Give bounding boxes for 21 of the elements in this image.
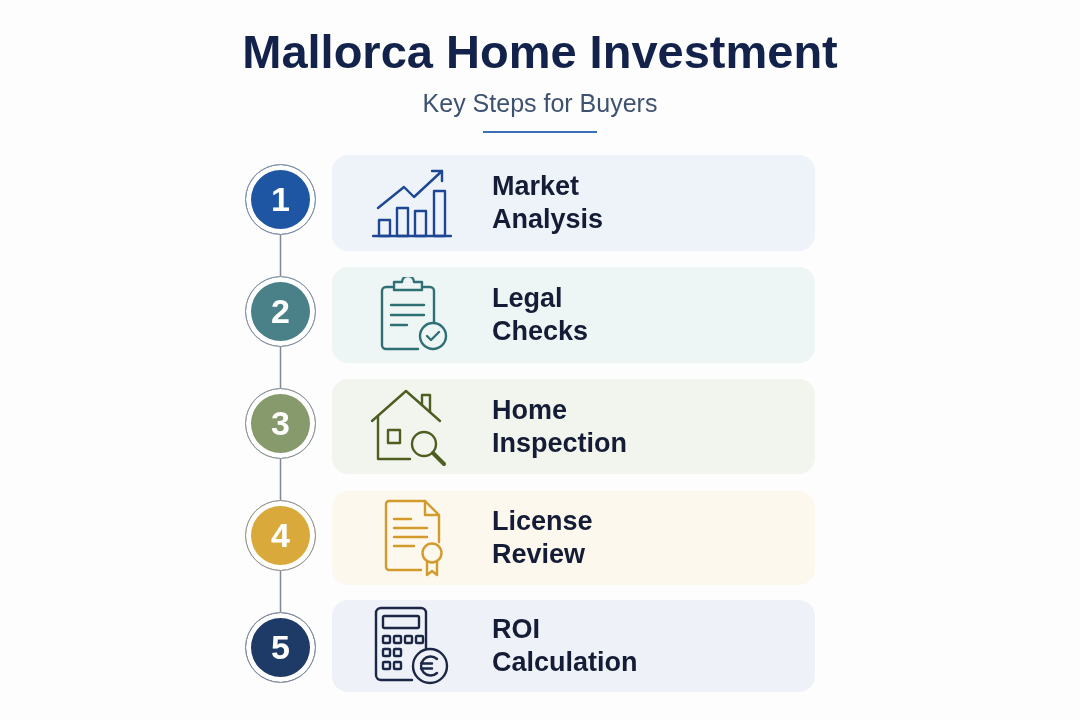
step-number: 5	[245, 612, 316, 683]
step-title: Market Analysis	[492, 170, 604, 236]
step-card	[332, 155, 815, 251]
step-card	[332, 491, 815, 585]
step-card	[332, 379, 815, 474]
subtitle: Key Steps for Buyers	[422, 89, 658, 117]
connector-line	[279, 458, 282, 501]
step-title: License Review	[492, 505, 593, 571]
step-number: 3	[245, 388, 316, 459]
step-title: ROI Calculation	[492, 613, 638, 679]
step-card	[332, 600, 815, 692]
step-number: 4	[245, 500, 316, 571]
connector-line	[279, 570, 282, 613]
step-title: Legal Checks	[492, 282, 589, 348]
step-card	[332, 267, 815, 363]
title: Mallorca Home Investment	[242, 25, 838, 78]
connector-line	[279, 346, 282, 389]
step-title: Home Inspection	[492, 393, 627, 460]
connector-line	[279, 234, 282, 277]
step-number: 1	[245, 164, 316, 235]
step-number: 2	[245, 276, 316, 347]
